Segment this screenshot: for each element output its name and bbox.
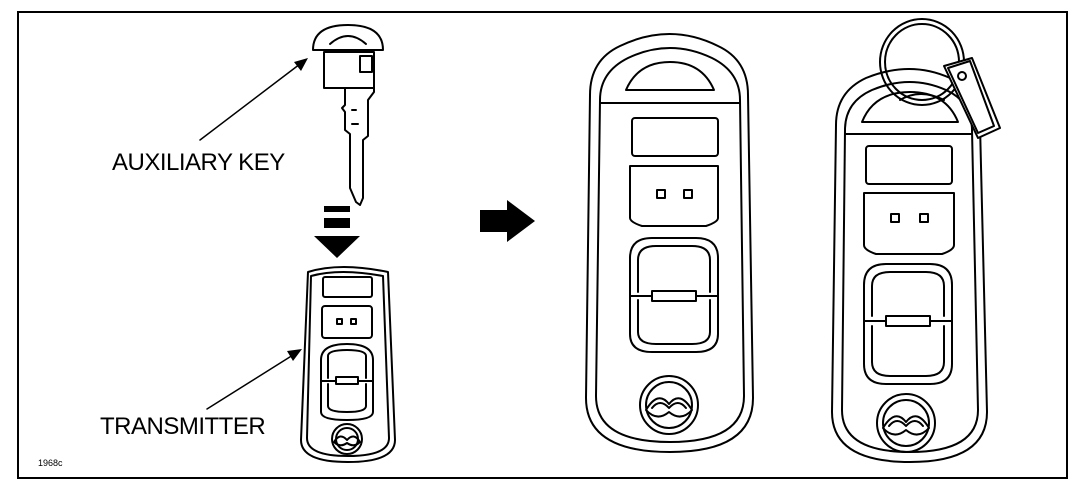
transmitter-large-2 bbox=[831, 68, 988, 463]
transmitter-small bbox=[300, 266, 396, 463]
auxiliary-key-leader bbox=[199, 58, 308, 141]
key-tag bbox=[943, 57, 1001, 139]
auxiliary-key-label: AUXILIARY KEY bbox=[112, 149, 285, 176]
auxiliary-key bbox=[312, 24, 384, 206]
progress-arrow bbox=[480, 200, 535, 242]
transmitter-large-1 bbox=[585, 33, 754, 453]
transmitter-label: TRANSMITTER bbox=[100, 413, 266, 440]
figure-border bbox=[17, 11, 1068, 479]
figure-code: 1968c bbox=[38, 458, 63, 468]
transmitter-leader bbox=[206, 349, 302, 410]
insert-down-arrow bbox=[314, 206, 360, 258]
